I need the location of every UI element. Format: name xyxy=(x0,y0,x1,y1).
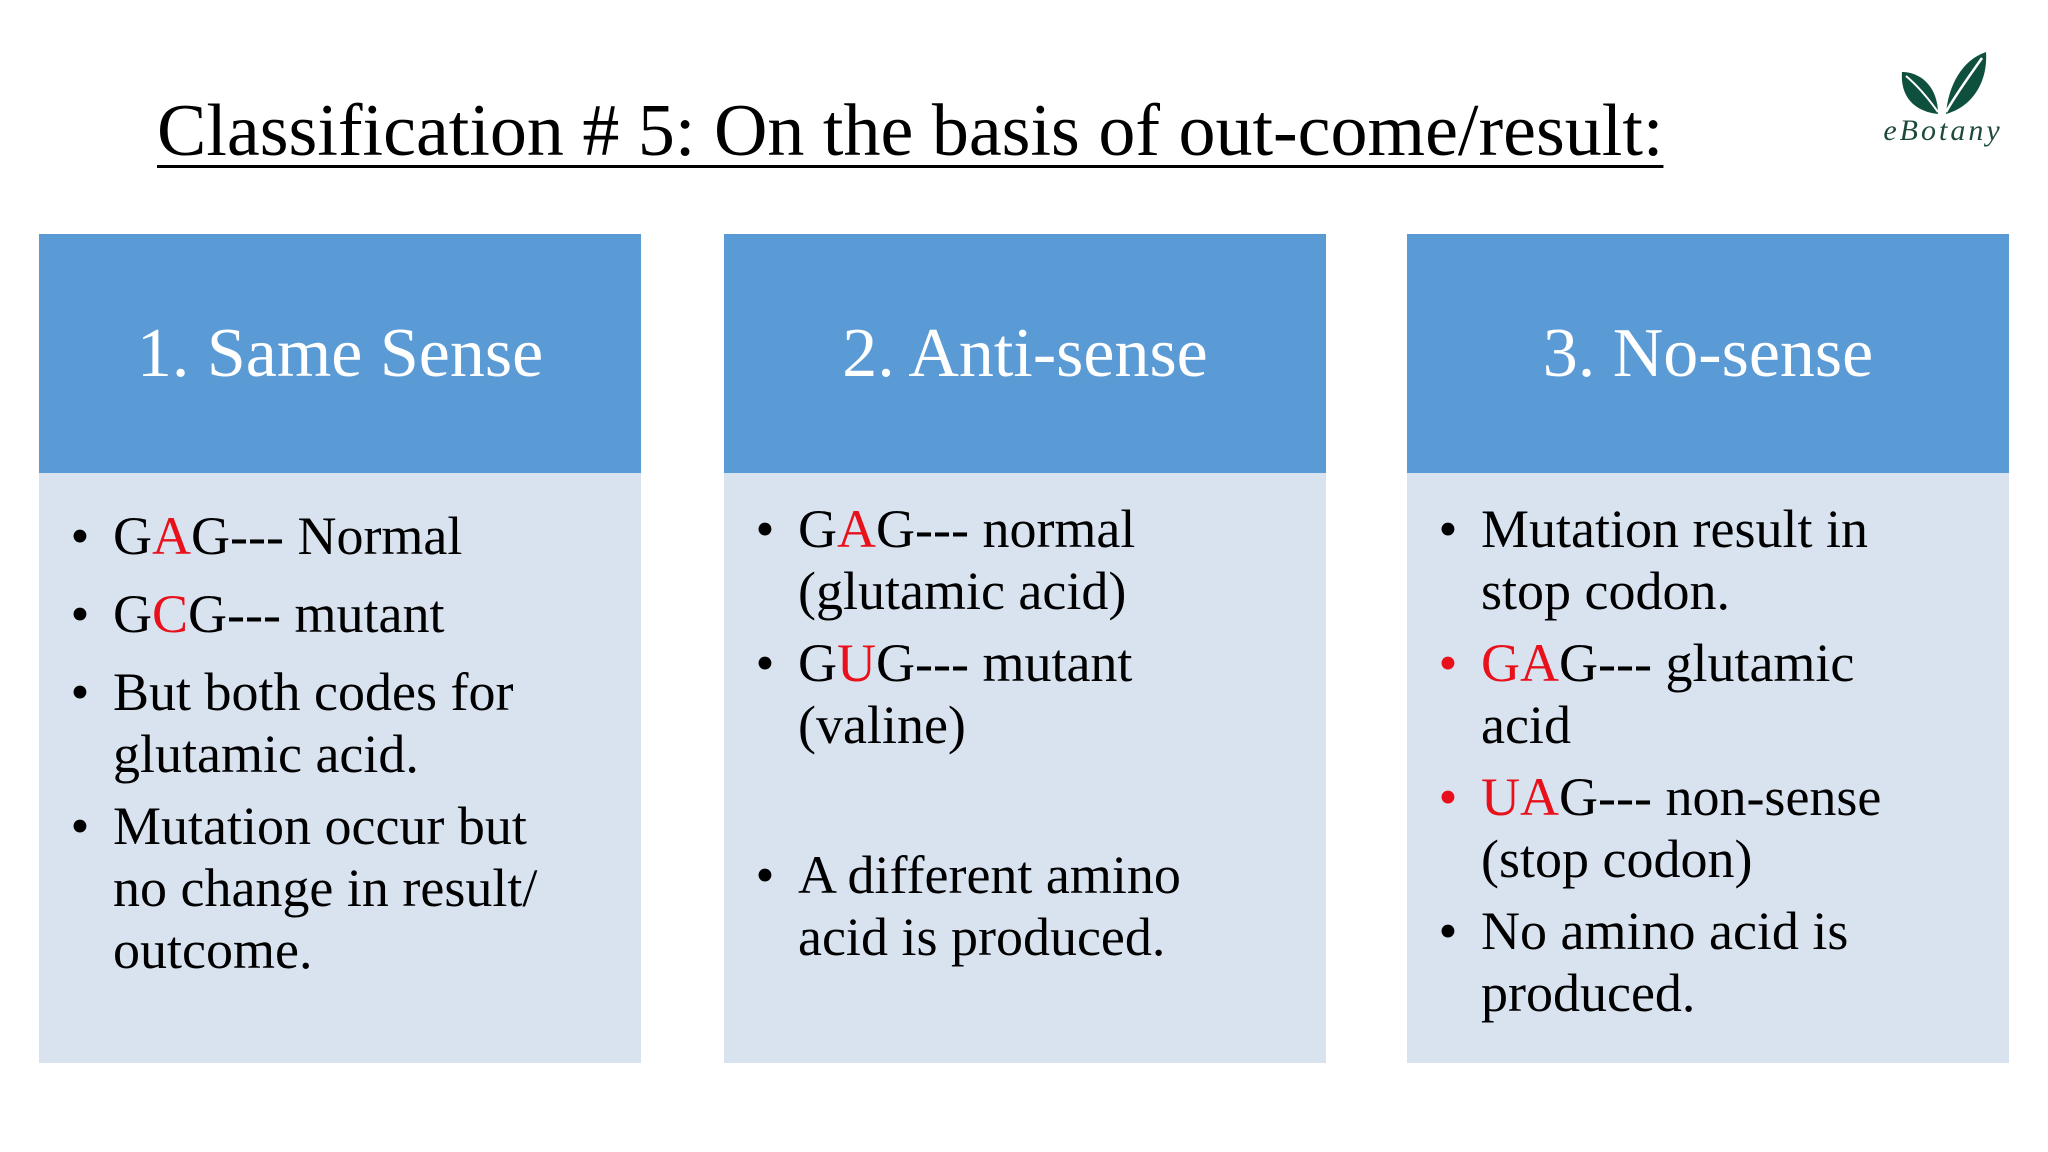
codon-mutation: C xyxy=(152,584,189,644)
bullet-line: outcome. xyxy=(113,920,313,980)
codon-suffix: G--- non-sense xyxy=(1559,767,1882,827)
list-item: • GCG--- mutant xyxy=(39,583,641,645)
bullet-icon: • xyxy=(70,796,90,856)
bullet-line: A different amino xyxy=(798,845,1181,905)
bullet-list: • GAG--- Normal • GCG--- mutant • But bo… xyxy=(39,505,641,981)
list-item: • Mutation occur but no change in result… xyxy=(39,795,641,981)
bullet-icon: • xyxy=(1438,767,1458,827)
bullet-icon: • xyxy=(1438,633,1458,693)
bullet-icon: • xyxy=(755,499,775,559)
bullet-icon: • xyxy=(70,584,90,644)
card-anti-sense: 2. Anti-sense • GAG--- normal (glutamic … xyxy=(724,234,1326,1063)
codon-prefix: G xyxy=(113,584,152,644)
card-same-sense: 1. Same Sense • GAG--- Normal • GCG--- m… xyxy=(39,234,641,1063)
bullet-line: (valine) xyxy=(798,695,966,755)
bullet-list: • GAG--- normal (glutamic acid) • GUG---… xyxy=(724,498,1326,968)
list-item: • GAG--- glutamic acid xyxy=(1407,632,2009,756)
list-item: • No amino acid is produced. xyxy=(1407,900,2009,1024)
bullet-line: No amino acid is xyxy=(1481,901,1849,961)
ebotany-logo: eBotany xyxy=(1868,50,2018,170)
codon-mutation: UA xyxy=(1481,767,1559,827)
list-item: • GUG--- mutant (valine) xyxy=(724,632,1326,756)
codon-suffix: G--- normal xyxy=(876,499,1136,559)
list-item: • A different amino acid is produced. xyxy=(724,844,1326,968)
bullet-line: no change in result/ xyxy=(113,858,538,918)
bullet-line: (stop codon) xyxy=(1481,829,1753,889)
codon-suffix: G--- mutant xyxy=(876,633,1133,693)
card-body: • GAG--- Normal • GCG--- mutant • But bo… xyxy=(39,473,641,1063)
codon-prefix: G xyxy=(798,633,837,693)
bullet-line: (glutamic acid) xyxy=(798,561,1127,621)
bullet-line: glutamic acid. xyxy=(113,724,419,784)
list-item: • But both codes for glutamic acid. xyxy=(39,661,641,785)
logo-text: eBotany xyxy=(1883,114,2003,147)
codon-suffix: G--- Normal xyxy=(191,506,463,566)
card-heading: 3. No-sense xyxy=(1407,234,2009,473)
bullet-icon: • xyxy=(755,633,775,693)
bullet-line: Mutation occur but xyxy=(113,796,527,856)
bullet-line: stop codon. xyxy=(1481,561,1730,621)
bullet-icon: • xyxy=(755,845,775,905)
bullet-line: acid is produced. xyxy=(798,907,1166,967)
bullet-icon: • xyxy=(70,662,90,722)
codon-suffix: G--- mutant xyxy=(188,584,445,644)
bullet-line: But both codes for xyxy=(113,662,514,722)
codon-mutation: GA xyxy=(1481,633,1559,693)
card-body: • GAG--- normal (glutamic acid) • GUG---… xyxy=(724,473,1326,1063)
bullet-icon: • xyxy=(70,506,90,566)
codon-mutation: A xyxy=(152,506,191,566)
list-item: • GAG--- normal (glutamic acid) xyxy=(724,498,1326,622)
card-body: • Mutation result in stop codon. • GAG--… xyxy=(1407,473,2009,1063)
bullet-line: Mutation result in xyxy=(1481,499,1868,559)
list-item: • Mutation result in stop codon. xyxy=(1407,498,2009,622)
codon-prefix: G xyxy=(113,506,152,566)
list-item: • GAG--- Normal xyxy=(39,505,641,567)
card-no-sense: 3. No-sense • Mutation result in stop co… xyxy=(1407,234,2009,1063)
bullet-line: acid xyxy=(1481,695,1571,755)
slide-title: Classification # 5: On the basis of out-… xyxy=(157,90,1664,172)
bullet-icon: • xyxy=(1438,901,1458,961)
bullet-icon: • xyxy=(1438,499,1458,559)
list-item: • UAG--- non-sense (stop codon) xyxy=(1407,766,2009,890)
codon-suffix: G--- glutamic xyxy=(1559,633,1855,693)
card-heading: 2. Anti-sense xyxy=(724,234,1326,473)
leaves-icon xyxy=(1901,52,1987,114)
codon-mutation: U xyxy=(837,633,876,693)
bullet-list: • Mutation result in stop codon. • GAG--… xyxy=(1407,498,2009,1024)
bullet-line: produced. xyxy=(1481,963,1696,1023)
codon-mutation: A xyxy=(837,499,876,559)
card-heading: 1. Same Sense xyxy=(39,234,641,473)
codon-prefix: G xyxy=(798,499,837,559)
